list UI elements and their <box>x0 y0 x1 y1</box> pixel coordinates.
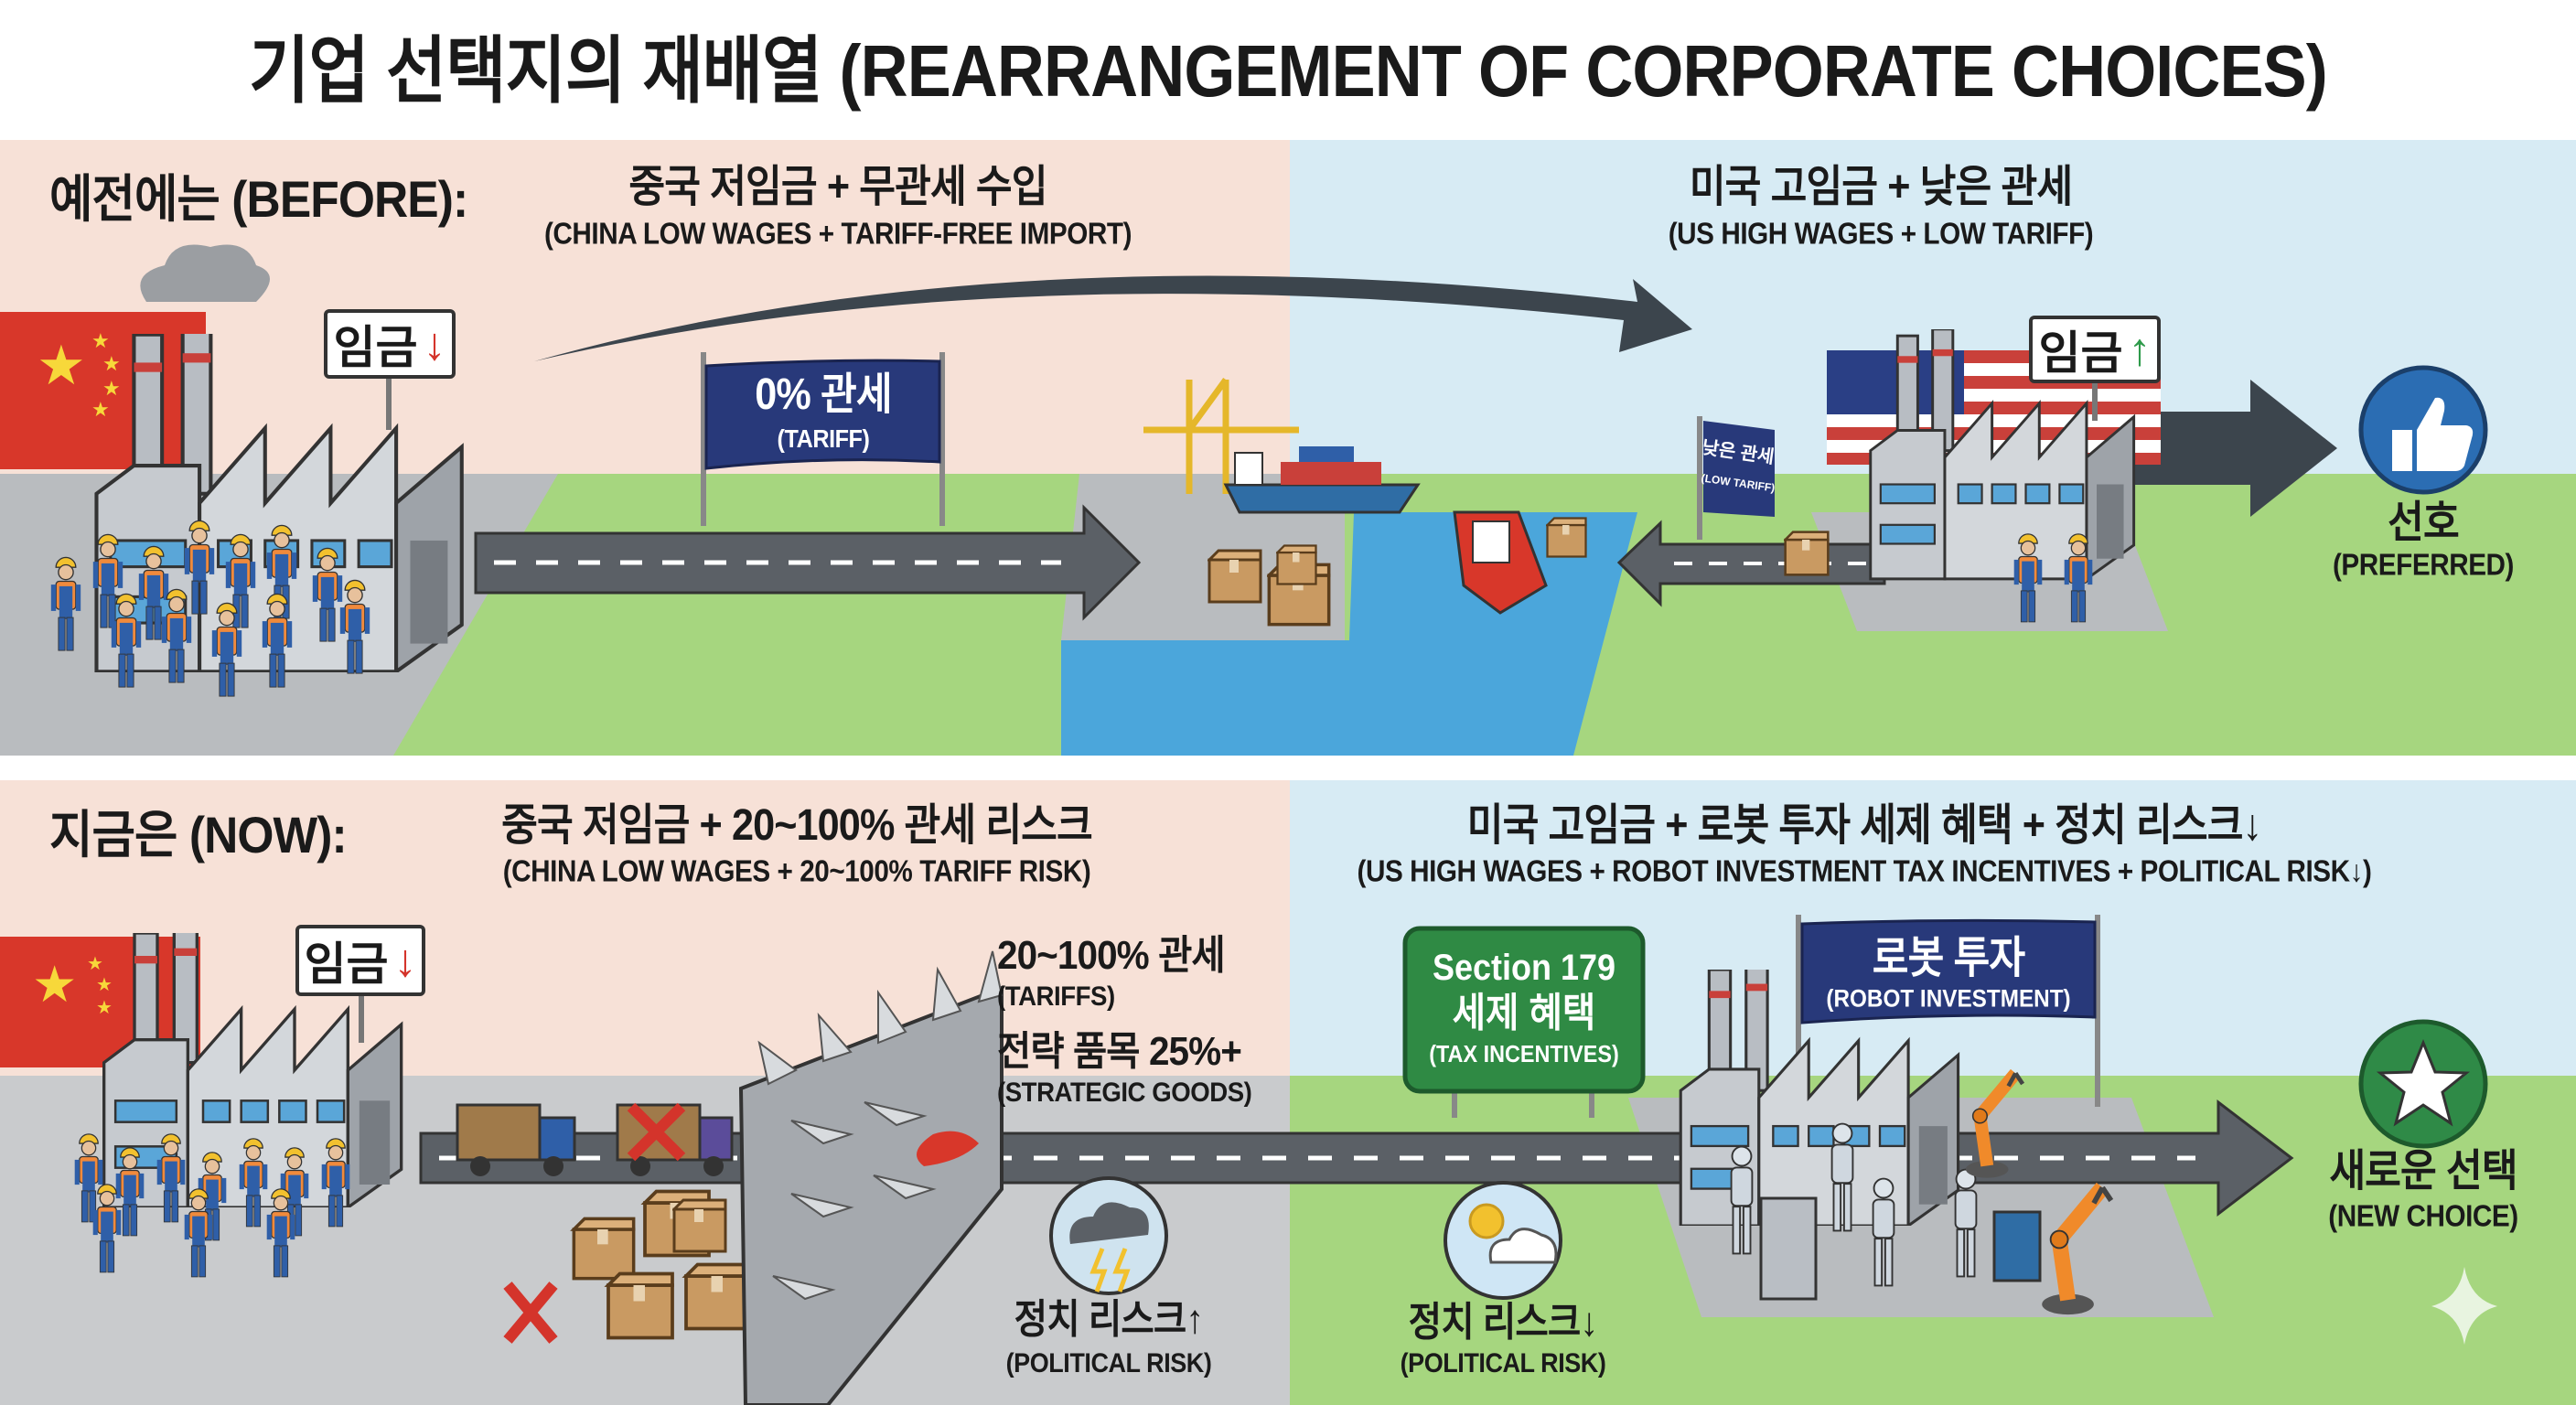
us-political-risk-label: 정치 리스크↓ <box>1408 1300 1599 1345</box>
preferred-label: 선호 <box>2388 499 2460 547</box>
page-title: 기업 선택지의 재배열 (REARRANGEMENT OF CORPORATE … <box>249 30 2328 112</box>
wage-label: 임금 <box>333 322 418 373</box>
tariff-banner-poles <box>701 352 945 526</box>
china-wage-sign-now: 임금 ↓ <box>295 925 425 996</box>
before-label: 예전에는 (BEFORE): <box>49 170 468 228</box>
svg-text:★: ★ <box>96 975 113 995</box>
now-china-heading: 중국 저임금 + 20~100% 관세 리스크 <box>501 801 1093 850</box>
robot-banner-sub: (ROBOT INVESTMENT) <box>1826 984 2071 1013</box>
road-to-port <box>474 504 1142 621</box>
road-from-port <box>1616 520 1886 607</box>
preferred-arrow-icon <box>2127 380 2337 517</box>
svg-text:★: ★ <box>91 329 110 352</box>
smoke <box>140 244 270 302</box>
tariff-banner <box>704 359 941 470</box>
before-china-heading: 중국 저임금 + 무관세 수입 <box>628 163 1047 211</box>
svg-text:★: ★ <box>37 335 86 396</box>
torn-flag <box>917 1131 979 1166</box>
stranded-boxes <box>503 1189 752 1344</box>
tariff-rate-label: 20~100% 관세 <box>997 933 1226 978</box>
tariff-banner-title: 0% 관세 <box>755 370 892 419</box>
strategic-goods-sub: (STRATEGIC GOODS) <box>997 1078 1252 1108</box>
china-political-risk-sub: (POLITICAL RISK) <box>1005 1348 1212 1378</box>
preferred-sub: (PREFERRED) <box>2332 547 2515 582</box>
low-tariff-flag <box>1703 421 1775 517</box>
robot-banner-title: 로봇 투자 <box>1872 934 2025 982</box>
tariff-rate-sub: (TARIFFS) <box>997 981 1115 1012</box>
now-china-subheading: (CHINA LOW WAGES + 20~100% TARIFF RISK) <box>502 853 1091 888</box>
svg-text:★: ★ <box>87 954 103 974</box>
curved-arrow-icon <box>534 275 1692 361</box>
section-179-line1: Section 179 <box>1432 948 1616 988</box>
new-choice-label: 새로운 선택 <box>2329 1147 2517 1196</box>
tariff-banner-sub: (TARIFF) <box>777 424 870 453</box>
china-wage-sign: 임금 ↓ <box>324 309 456 379</box>
svg-text:★: ★ <box>32 956 77 1013</box>
sparkle-icon <box>2431 1267 2497 1345</box>
port-crane <box>1143 377 1299 494</box>
china-flag-now: ★ ★ ★ ★ <box>0 937 200 1067</box>
section-179-line2: 세제 혜택 <box>1452 991 1596 1035</box>
wage-down-icon: ↓ <box>423 318 446 370</box>
svg-text:★: ★ <box>102 352 121 375</box>
china-political-risk-label: 정치 리스크↑ <box>1014 1297 1205 1342</box>
section-179-sub: (TAX INCENTIVES) <box>1429 1040 1619 1067</box>
now-us-subheading: (US HIGH WAGES + ROBOT INVESTMENT TAX IN… <box>1357 853 2372 888</box>
section-179-sign <box>1402 926 1646 1094</box>
before-us-subheading: (US HIGH WAGES + LOW TARIFF) <box>1668 216 2094 251</box>
robot-banner <box>1800 918 2097 1024</box>
small-ship <box>1453 510 1548 615</box>
now-us-heading: 미국 고임금 + 로봇 투자 세제 혜택 + 정치 리스크↓ <box>1466 801 2262 850</box>
cargo-ship <box>1223 446 1421 514</box>
svg-text:★: ★ <box>102 377 121 400</box>
wage-label: 임금 <box>2038 327 2123 379</box>
china-flag: ★ ★ ★ ★ ★ <box>0 312 206 469</box>
us-wage-sign: 임금 ↑ <box>2029 316 2161 383</box>
svg-text:★: ★ <box>96 998 113 1018</box>
before-china-subheading: (CHINA LOW WAGES + TARIFF-FREE IMPORT) <box>543 216 1132 251</box>
wage-label: 임금 <box>304 938 389 990</box>
wage-down-icon: ↓ <box>393 935 417 986</box>
svg-text:★: ★ <box>91 398 110 421</box>
spiked-tariff-wall <box>738 950 1004 1405</box>
before-us-heading: 미국 고임금 + 낮은 관세 <box>1689 163 2073 211</box>
new-choice-sub: (NEW CHOICE) <box>2328 1198 2518 1233</box>
robots <box>1730 1122 2042 1301</box>
wage-up-icon: ↑ <box>2128 324 2152 375</box>
now-label: 지금은 (NOW): <box>49 806 348 863</box>
blocked-trucks <box>456 1102 734 1176</box>
strategic-goods-label: 전략 품목 25%+ <box>997 1029 1242 1074</box>
us-political-risk-sub: (POLITICAL RISK) <box>1400 1348 1606 1378</box>
